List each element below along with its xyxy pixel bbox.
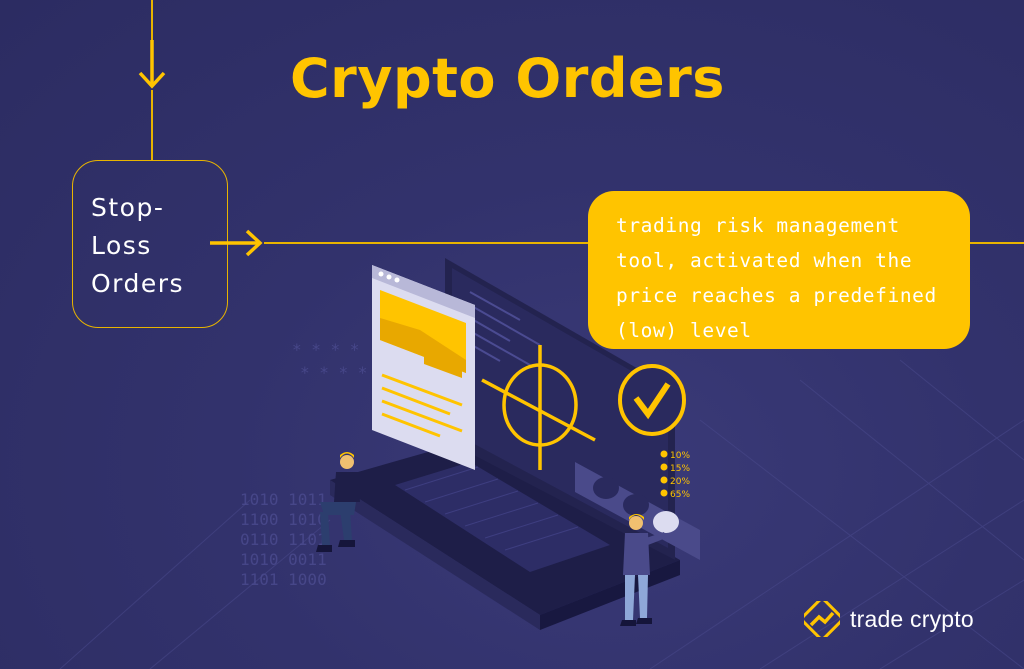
flow-line-vertical-mid — [151, 90, 153, 160]
svg-text:* * * *: * * * * — [300, 363, 367, 382]
percent-level: 20% — [670, 477, 690, 487]
description-callout: trading risk management tool, activated … — [588, 191, 970, 349]
svg-text:1100 1010: 1100 1010 — [240, 510, 327, 529]
svg-text:* * * *: * * * * — [292, 340, 359, 359]
stop-loss-label: Stop- Loss Orders — [91, 193, 185, 298]
svg-text:1010 0011: 1010 0011 — [240, 550, 327, 569]
arrow-right-icon — [210, 229, 263, 257]
laptop-trading-illustration: * * * * * * * * 1010 1011 1100 1010 0110… — [240, 258, 700, 630]
svg-text:0110 1101: 0110 1101 — [240, 530, 327, 549]
checkmark-icon — [618, 364, 686, 436]
arrow-down-icon — [138, 40, 166, 89]
percent-level: 15% — [670, 464, 690, 474]
svg-text:1101 1000: 1101 1000 — [240, 570, 327, 589]
brand-name: trade crypto — [850, 605, 974, 632]
description-text: trading risk management tool, activated … — [616, 214, 937, 342]
trade-crypto-logo-icon — [804, 601, 840, 637]
percent-level: 65% — [670, 490, 690, 500]
svg-text:1010 1011: 1010 1011 — [240, 490, 327, 509]
stop-loss-node: Stop- Loss Orders — [72, 160, 228, 328]
percent-level: 10% — [670, 451, 690, 461]
brand-logo: trade crypto — [804, 601, 974, 637]
target-crosshair-icon — [481, 345, 596, 470]
page-title: Crypto Orders — [290, 47, 725, 110]
flow-line-vertical-top — [151, 0, 153, 56]
flow-line-horizontal-right — [970, 242, 1024, 244]
flow-line-horizontal — [264, 242, 588, 244]
